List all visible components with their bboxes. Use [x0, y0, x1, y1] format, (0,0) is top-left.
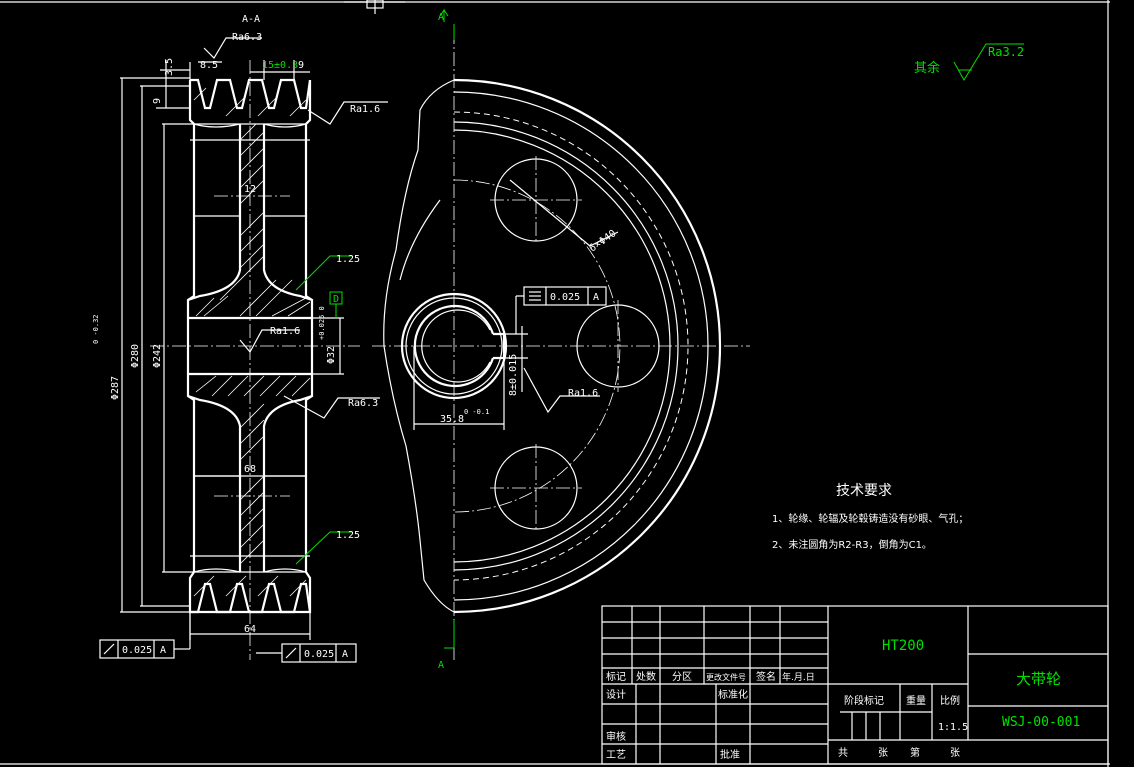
bore-with-keyway — [413, 304, 495, 388]
section-mark-top: A — [438, 12, 444, 23]
title-block: HT200 大带轮 WSJ-00-001 标记 处数 分区 更改文件号 签名 年… — [601, 605, 1109, 765]
runout-right-value: 0.025 — [304, 649, 334, 660]
tb-h-count: 处数 — [636, 670, 656, 683]
chamfer-a: 1.25 — [336, 254, 360, 265]
dim-keyway-width: 8±0.015 — [508, 354, 519, 396]
roughness-hub-right: Ra6.3 — [348, 398, 378, 409]
runout-right-datum: A — [342, 649, 348, 660]
tb-h-stage: 阶段标记 — [844, 694, 884, 707]
tb-h-total: 共 — [838, 747, 848, 759]
symmetry-value: 0.025 — [550, 292, 580, 303]
roughness-keyway: Ra1.6 — [568, 388, 598, 399]
runout-frame-left: 0.025 A — [99, 612, 191, 659]
drawing-border — [0, 0, 1110, 767]
runout-left-value: 0.025 — [122, 645, 152, 656]
tb-h-review: 审核 — [606, 730, 626, 743]
roughness-right-groove: Ra1.6 — [350, 104, 380, 115]
tb-h-approve: 批准 — [720, 748, 740, 761]
tb-h-mark: 标记 — [606, 671, 626, 683]
technical-requirements: 技术要求 1、轮缘、轮辐及轮毂铸造没有砂眼、气孔； 2、未注圆角为R2-R3，倒… — [772, 483, 968, 551]
chamfer-b: 1.25 — [336, 530, 360, 541]
tech-req-title: 技术要求 — [836, 483, 892, 499]
roughness-symbol — [203, 37, 262, 59]
roughness-others-prefix: 其余 — [914, 60, 940, 76]
tb-h-standard: 标准化 — [718, 688, 748, 701]
dim-groove-edge: 9 — [298, 60, 304, 71]
tb-drawing-no: WSJ-00-001 — [1002, 715, 1080, 730]
tb-h-sign: 签名 — [756, 670, 776, 683]
front-view: A A 6×Φ40 0.025 A 8±0.015 35.8 0 -0.1 Ra… — [372, 8, 750, 671]
tb-part-name: 大带轮 — [1016, 670, 1061, 688]
section-dimension-texts: A-A Ra6.3 8.5 15±0.3 9 3.5 9 12 Φ287 0 -… — [92, 14, 388, 663]
tb-material: HT200 — [882, 638, 924, 654]
dim-dia-287-tol: 0 -0.32 — [92, 314, 100, 344]
tb-h-process: 工艺 — [606, 749, 626, 761]
dim-top-small: 8.5 — [200, 60, 218, 71]
dim-web-12: 12 — [244, 184, 256, 195]
tb-h-design: 设计 — [606, 688, 626, 701]
tb-h-page: 第 — [910, 746, 920, 759]
tb-h-weight: 重量 — [906, 694, 926, 707]
tb-h-sheets2: 张 — [950, 747, 960, 759]
dim-dia-242: Φ242 — [152, 344, 163, 368]
dim-depth-9: 9 — [152, 98, 163, 104]
dim-dia-287: Φ287 — [110, 376, 121, 400]
tech-req-line2: 2、未注圆角为R2-R3，倒角为C1。 — [772, 538, 932, 551]
tb-h-sheets: 张 — [878, 747, 888, 759]
symmetry-datum: A — [593, 292, 599, 303]
dim-hub-68: 68 — [244, 464, 256, 475]
runout-left-datum: A — [160, 645, 166, 656]
tb-h-scale: 比例 — [940, 694, 960, 707]
runout-frame-right: 0.025 A — [256, 643, 357, 663]
tb-h-change: 更改文件号 — [706, 672, 746, 682]
section-mark-bottom: A — [438, 660, 444, 671]
dim-dia-280: Φ280 — [130, 344, 141, 368]
general-roughness: 其余 Ra3.2 — [914, 43, 1024, 81]
dim-bore-tol: +0.025 0 — [318, 306, 326, 340]
tech-req-line1: 1、轮缘、轮辐及轮毂铸造没有砂眼、气孔； — [772, 512, 968, 525]
dim-top-3-5: 3.5 — [164, 58, 175, 76]
dim-bore-32: Φ32 — [326, 346, 337, 364]
section-view — [150, 60, 360, 660]
tb-scale-value: 1:1.5 — [938, 722, 968, 733]
tb-h-zone: 分区 — [672, 671, 692, 683]
dim-width-64: 64 — [244, 624, 256, 635]
dim-keyway-depth: 35.8 — [440, 414, 464, 425]
datum-box: D — [333, 294, 339, 305]
dim-holes: 6×Φ40 — [587, 228, 618, 254]
section-label: A-A — [242, 14, 260, 25]
dim-keyway-depth-tol: 0 -0.1 — [464, 408, 489, 416]
dim-groove-pitch: 15±0.3 — [262, 60, 298, 71]
hub-outer — [400, 292, 508, 400]
roughness-others-value: Ra3.2 — [988, 45, 1024, 59]
section-hatch — [193, 87, 311, 597]
tb-h-date: 年.月.日 — [782, 671, 815, 683]
roughness-bore: Ra1.6 — [270, 326, 300, 337]
section-dimensions — [120, 60, 344, 640]
